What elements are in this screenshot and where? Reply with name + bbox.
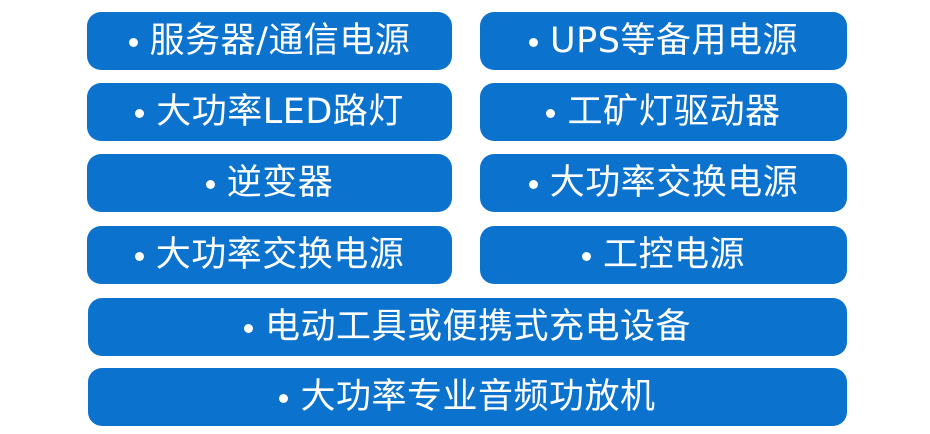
bullet-dot-icon [529,37,539,47]
application-pill-highbay-light-driver[interactable]: 工矿灯驱动器 [480,83,847,141]
application-pill-server-comm-power[interactable]: 服务器/通信电源 [87,12,452,70]
application-pill-high-power-led-streetlight[interactable]: 大功率LED路灯 [87,83,452,141]
bullet-dot-icon [581,251,591,261]
application-pill-high-power-switching-power-b[interactable]: 大功率交换电源 [87,226,452,284]
bullet-dot-icon [279,393,289,403]
bullet-dot-icon [243,323,253,333]
pill-label: 大功率交换电源 [155,234,405,275]
application-pill-inverter[interactable]: 逆变器 [87,154,452,212]
application-pill-industrial-control-power[interactable]: 工控电源 [480,226,847,284]
pill-label: UPS等备用电源 [550,20,798,61]
bullet-dot-icon [205,179,215,189]
pill-label: 工控电源 [602,234,745,275]
application-pill-ups-backup-power[interactable]: UPS等备用电源 [480,12,847,70]
application-pill-high-power-switching-power-a[interactable]: 大功率交换电源 [480,154,847,212]
bullet-dot-icon [128,37,138,47]
pill-label: 大功率LED路灯 [156,91,404,132]
bullet-dot-icon [546,108,556,118]
bullet-dot-icon [135,108,145,118]
pill-label: 工矿灯驱动器 [567,91,781,132]
pill-label: 大功率交换电源 [549,162,799,203]
pill-label: 大功率专业音频功放机 [300,376,656,417]
application-pill-high-power-pro-audio-amplifier[interactable]: 大功率专业音频功放机 [88,368,847,426]
pill-label: 服务器/通信电源 [149,20,411,61]
bullet-dot-icon [134,251,144,261]
pill-label: 逆变器 [226,162,334,203]
bullet-dot-icon [528,179,538,189]
application-pill-power-tools-portable-charging[interactable]: 电动工具或便携式充电设备 [88,298,847,356]
pill-label: 电动工具或便携式充电设备 [264,306,691,347]
